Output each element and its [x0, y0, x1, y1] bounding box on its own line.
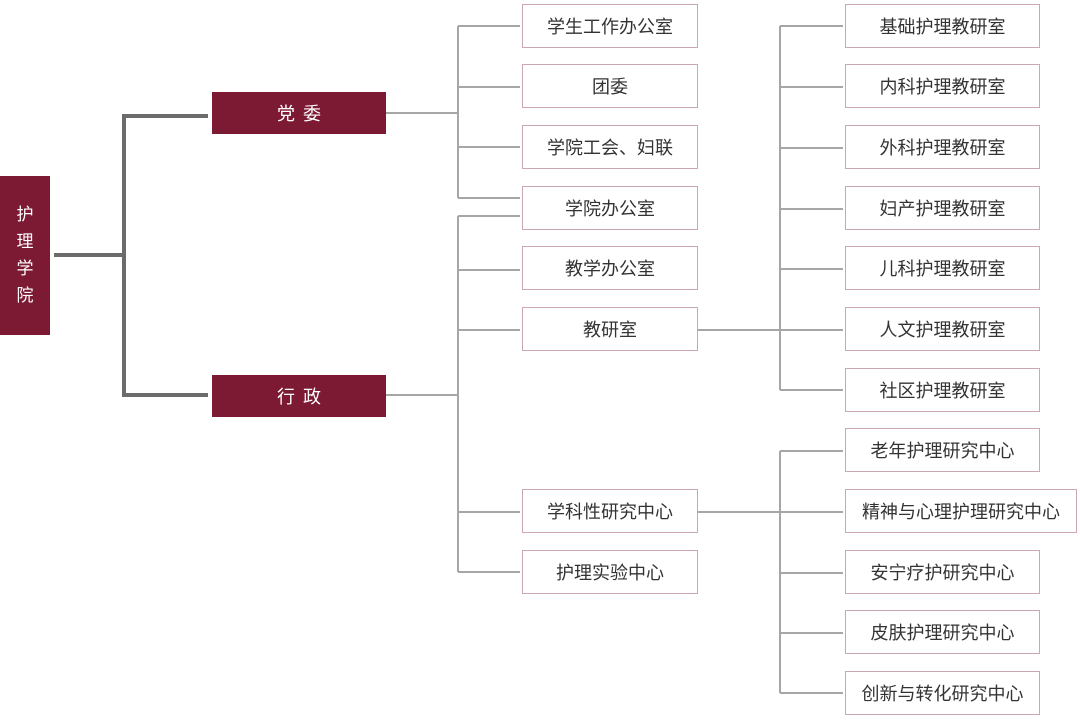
- node-surgical-nursing-office: 外科护理教研室: [845, 125, 1040, 169]
- node-mental-psych-nursing-center: 精神与心理护理研究中心: [845, 489, 1077, 533]
- root-char: 理: [16, 231, 34, 252]
- node-student-affairs-office: 学生工作办公室: [522, 4, 698, 48]
- node-pediatric-nursing-office: 儿科护理教研室: [845, 246, 1040, 290]
- node-basic-nursing-office: 基础护理教研室: [845, 4, 1040, 48]
- root-char: 学: [16, 258, 34, 279]
- node-geriatric-nursing-center: 老年护理研究中心: [845, 428, 1040, 472]
- node-disciplinary-research-center: 学科性研究中心: [522, 489, 698, 533]
- node-college-office: 学院办公室: [522, 186, 698, 230]
- node-community-nursing-office: 社区护理教研室: [845, 368, 1040, 412]
- root-node-nursing-school: 护 理 学 院: [0, 176, 50, 335]
- node-party-committee: 党委: [212, 92, 386, 134]
- node-skin-care-center: 皮肤护理研究中心: [845, 610, 1040, 654]
- node-internal-medicine-nursing-office: 内科护理教研室: [845, 64, 1040, 108]
- node-obstetric-nursing-office: 妇产护理教研室: [845, 186, 1040, 230]
- node-teaching-office: 教学办公室: [522, 246, 698, 290]
- node-youth-league: 团委: [522, 64, 698, 108]
- node-nursing-lab-center: 护理实验中心: [522, 550, 698, 594]
- node-humanities-nursing-office: 人文护理教研室: [845, 307, 1040, 351]
- node-innovation-translation-center: 创新与转化研究中心: [845, 671, 1040, 715]
- root-char: 护: [16, 204, 34, 225]
- node-teaching-research-section: 教研室: [522, 307, 698, 351]
- node-administration: 行政: [212, 375, 386, 417]
- root-char: 院: [16, 285, 34, 306]
- node-hospice-care-center: 安宁疗护研究中心: [845, 550, 1040, 594]
- node-union-womens-federation: 学院工会、妇联: [522, 125, 698, 169]
